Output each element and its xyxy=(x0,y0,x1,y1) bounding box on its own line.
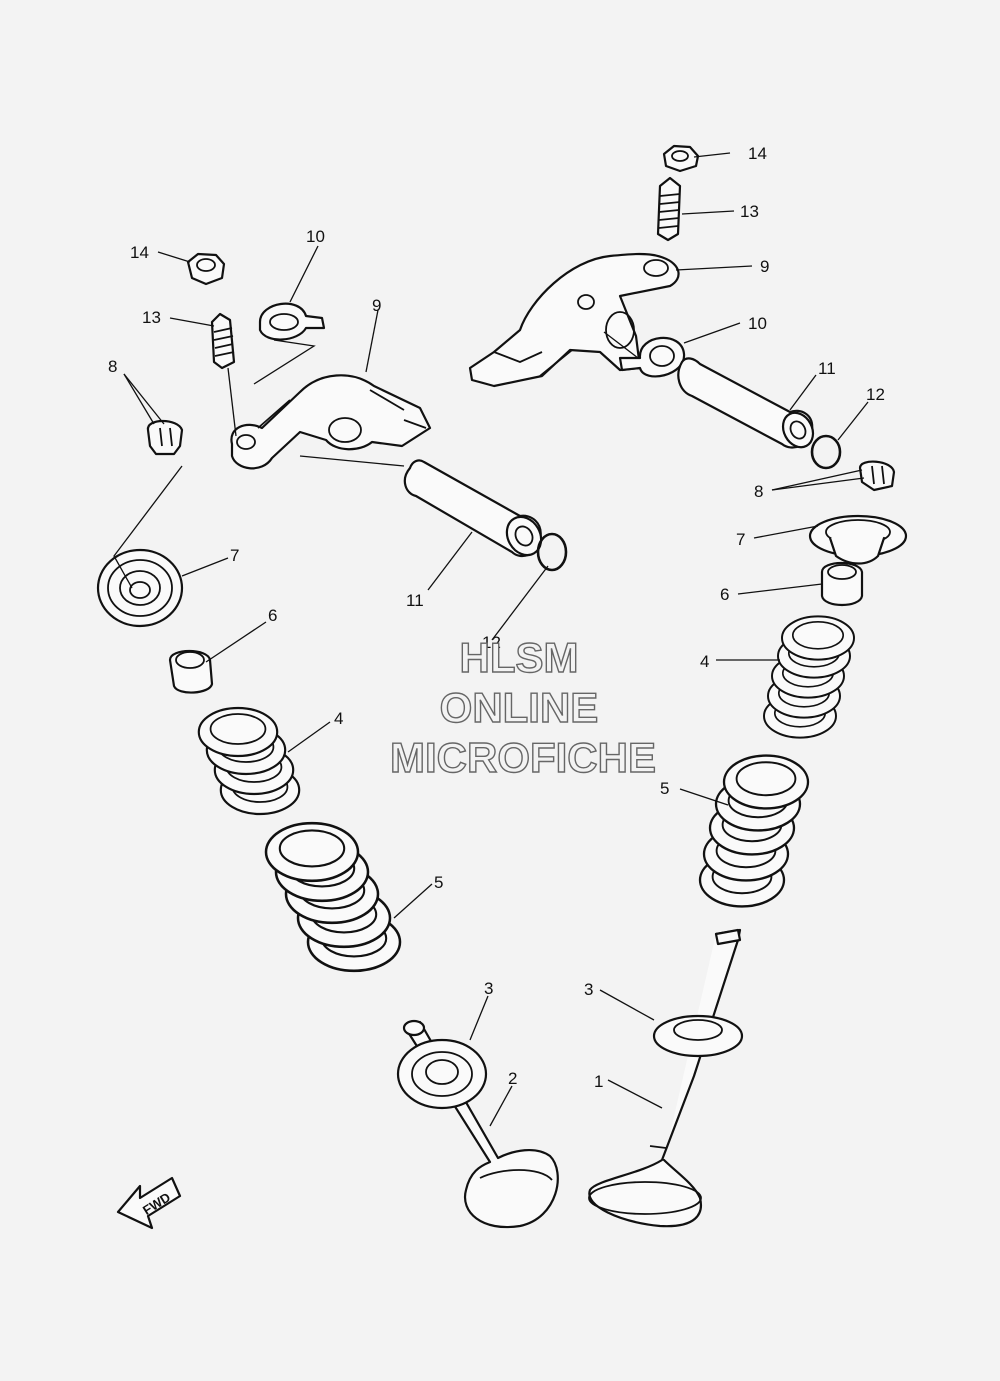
callout-10-left: 10 xyxy=(306,227,325,246)
valve-stem-seal-right xyxy=(820,561,864,607)
callout-labels: 14 13 9 10 11 12 8 7 6 4 5 3 1 14 13 10 … xyxy=(108,144,885,1091)
spring-seat-left xyxy=(396,1038,488,1110)
nut-right xyxy=(662,144,700,173)
callout-9-left: 9 xyxy=(372,296,381,315)
callout-7-right: 7 xyxy=(736,530,745,549)
spring-seat-right xyxy=(652,1014,744,1058)
o-ring-left xyxy=(536,532,568,572)
callout-4-left: 4 xyxy=(334,709,343,728)
callout-3-left: 3 xyxy=(484,979,493,998)
valve-cotter-right xyxy=(858,460,896,492)
callout-1: 1 xyxy=(594,1072,603,1091)
callout-10-right: 10 xyxy=(748,314,767,333)
callout-9-right: 9 xyxy=(760,257,769,276)
callout-13-left: 13 xyxy=(142,308,161,327)
callout-6-left: 6 xyxy=(268,606,277,625)
callout-12-left: 12 xyxy=(482,633,501,652)
watermark: HLSM ONLINE MICROFICHE xyxy=(389,633,656,781)
lock-washer-left xyxy=(258,302,326,341)
callout-11-right: 11 xyxy=(818,359,836,378)
rocker-shaft-right xyxy=(677,357,815,449)
valve-spring-outer-right xyxy=(698,754,810,908)
nut-left xyxy=(186,252,226,286)
adjusting-screw-left xyxy=(210,312,236,370)
callout-14-right: 14 xyxy=(748,144,767,163)
callout-5-right: 5 xyxy=(660,779,669,798)
adjusting-screw-right xyxy=(656,176,682,242)
watermark-line-1: HLSM xyxy=(460,634,579,681)
leader-lines xyxy=(113,152,869,1127)
callout-6-right: 6 xyxy=(720,585,729,604)
callout-2: 2 xyxy=(508,1069,517,1088)
rocker-shaft-left xyxy=(403,459,543,558)
rocker-arm-right xyxy=(468,252,680,388)
valve-spring-outer-left xyxy=(264,821,402,973)
callout-12-right: 12 xyxy=(866,385,885,404)
rocker-arm-left xyxy=(230,374,432,470)
watermark-line-3: MICROFICHE xyxy=(390,734,656,781)
callout-13-right: 13 xyxy=(740,202,759,221)
callout-14-left: 14 xyxy=(130,243,149,262)
lock-washer-right xyxy=(618,336,686,378)
valve-exhaust xyxy=(588,928,742,1228)
callout-7-left: 7 xyxy=(230,546,239,565)
callout-8-left: 8 xyxy=(108,357,117,376)
callout-11-left: 11 xyxy=(406,591,424,610)
forward-arrow-icon: FWD xyxy=(116,1176,182,1230)
valve-spring-inner-left xyxy=(197,706,301,816)
valve-stem-seal-left xyxy=(168,649,214,694)
callout-4-right: 4 xyxy=(700,652,709,671)
o-ring-right xyxy=(810,434,842,470)
valve-cotter-left xyxy=(146,419,184,456)
spring-retainer-left xyxy=(96,548,184,628)
watermark-line-2: ONLINE xyxy=(440,684,599,731)
callout-3-right: 3 xyxy=(584,980,593,999)
valve-spring-inner-right xyxy=(763,615,855,739)
spring-retainer-right xyxy=(808,514,908,565)
callout-8-right: 8 xyxy=(754,482,763,501)
callout-5-left: 5 xyxy=(434,873,443,892)
